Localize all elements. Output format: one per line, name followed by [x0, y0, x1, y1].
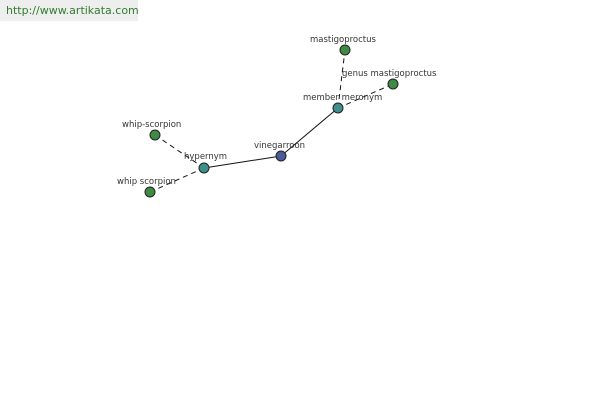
- node-mastigoproctus[interactable]: mastigoproctus: [310, 35, 377, 56]
- edge-meronym-genus-mastigoproctus: [337, 83, 394, 109]
- mastigoproctus-node-label[interactable]: mastigoproctus: [310, 35, 377, 45]
- member-meronym-node-dot[interactable]: [332, 102, 344, 114]
- url-banner: http://www.artikata.com: [0, 0, 139, 21]
- edge-center-member-meronym: [280, 107, 339, 157]
- edge-hypernym-whip-scorpion-hyphen: [154, 134, 205, 169]
- whip-scorpion-node-label[interactable]: whip scorpion: [117, 177, 176, 187]
- member-meronym-node-label[interactable]: member meronym: [303, 93, 382, 103]
- node-vinegarroon[interactable]: vinegarroon: [254, 141, 305, 162]
- whip-scorpion-node-dot[interactable]: [144, 186, 156, 198]
- edge-meronym-mastigoproctus: [337, 49, 346, 109]
- site-url[interactable]: http://www.artikata.com: [6, 4, 139, 17]
- edge-center-hypernym: [203, 155, 282, 169]
- node-whip-scorpion[interactable]: whip scorpion: [117, 177, 176, 198]
- node-genus-mastigoproctus[interactable]: genus mastigoproctus: [342, 69, 437, 90]
- node-whip-scorpion-hyphen[interactable]: whip-scorpion: [122, 120, 181, 141]
- hypernym-node-dot[interactable]: [198, 162, 210, 174]
- center-node-dot[interactable]: [275, 150, 287, 162]
- whip-scorpion-hyphen-node-dot[interactable]: [149, 129, 161, 141]
- center-node-label[interactable]: vinegarroon: [254, 141, 305, 151]
- mastigoproctus-node-dot[interactable]: [339, 44, 351, 56]
- edge-hypernym-whip-scorpion: [149, 167, 205, 193]
- node-member-meronym[interactable]: member meronym: [303, 93, 382, 114]
- hypernym-node-label[interactable]: hypernym: [184, 152, 227, 162]
- genus-mastigoproctus-node-label[interactable]: genus mastigoproctus: [342, 69, 437, 79]
- genus-mastigoproctus-node-dot[interactable]: [387, 78, 399, 90]
- node-hypernym[interactable]: hypernym: [184, 152, 227, 174]
- whip-scorpion-hyphen-node-label[interactable]: whip-scorpion: [122, 120, 181, 130]
